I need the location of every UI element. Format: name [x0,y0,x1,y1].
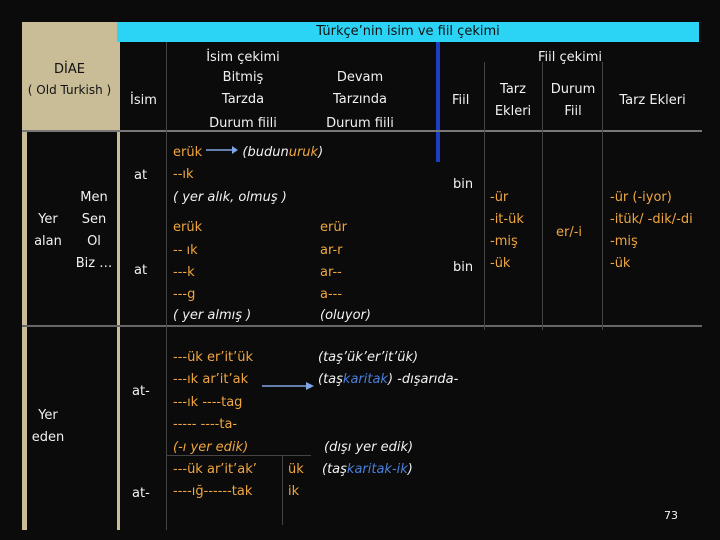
karitak-text: karitak [342,372,388,387]
grid-line [602,62,603,330]
tarz-label: Tarz [500,82,526,97]
row3-line6: ---ük ar’it’ak’ [173,462,257,477]
isim-column-label: İsim [130,93,157,108]
durum-label: Durum [550,82,596,97]
durum-fiili-2: Durum fiili [326,116,394,131]
grid-line [22,130,702,132]
grid-line [484,62,485,330]
row3-line5: (-ı yer edik) [173,440,249,455]
row2-left-4: ---g [173,287,196,302]
pronoun-men: Men [80,190,108,205]
eruk-text: erük [173,145,203,160]
yer-alan-1: Yer [38,212,58,227]
mid-divider-strip [117,42,120,530]
ik-text: ---ık [173,372,203,387]
row3-right-4: (taşkaritak-ik) [322,462,413,478]
row3-line3: ---ık ----tag [173,395,243,410]
left-divider-strip [22,130,27,530]
row2-left-1: erük [173,220,203,235]
row2-right-4: a--- [320,287,343,302]
ik-suffix: ik [288,484,300,499]
tas-text-2: (taş [322,462,347,477]
suffix1-2: -it-ük [490,212,524,227]
row1-line3: ( yer alık, olmuş ) [173,190,287,205]
row2-left-5: ( yer almış ) [173,308,252,323]
page-number: 73 [664,509,678,522]
bitmis-label: Bitmiş [222,70,264,85]
title-bar: Türkçe’nin isim ve fiil çekimi [117,22,699,42]
suffix2-2: -itük/ -dik/-di [610,212,693,227]
at-label-3: at- [132,384,150,399]
uk-suffix: ük [288,462,304,477]
tarz-ekleri-label: Tarz Ekleri [619,93,686,108]
old-turkish-label: ( Old Turkish ) [27,83,112,97]
diae-header-cell [22,22,117,130]
pronoun-ol: Ol [87,234,101,249]
arrow-icon [206,143,239,154]
fiil-sub-label: Fiil [564,104,582,119]
row3-right-1: (taş’ük’er’it’ük) [318,350,419,365]
grid-line [542,62,543,330]
at-label-1: at [134,168,148,183]
row3-line7: ----ığ------tak [173,484,253,499]
suffix2-3: -miş [610,234,638,249]
row1-line1: erük (budunuruk) [173,145,323,161]
grid-line [22,325,702,327]
row3-right-2: (taşkaritak) -dışarıda- [318,372,458,388]
row2-right-5: (oluyor) [320,308,371,323]
paren-close: ) [318,145,324,160]
row2-left-2: -- ık [173,243,198,258]
durum-fiili-1: Durum fiili [209,116,277,131]
page-title: Türkçe’nin isim ve fiil çekimi [316,24,500,39]
yer-eden-1: Yer [38,408,58,423]
budun-text: (budun [242,145,289,160]
paren-close-2: ) [407,462,413,477]
bin-label-2: bin [453,260,474,275]
fiil-cekimi-title: Fiil çekimi [537,50,603,65]
arrow-icon [262,376,314,390]
fiil-label: Fiil [452,93,470,108]
aritak-text: ar’it’ak [202,372,249,387]
yer-alan-2: alan [34,234,62,249]
suffix1-1: -ür [490,190,509,205]
row1-line2: --ık [173,167,194,182]
tas-text: (taş [318,372,343,387]
suffix2-1: -ür (-iyor) [610,190,672,205]
row2-right-3: ar-- [320,265,342,280]
grid-line [166,455,311,456]
grid-line [282,455,283,525]
uruk-text: uruk [288,145,319,160]
grid-line [166,42,167,530]
ekleri-label: Ekleri [494,104,532,119]
er-i-label: er/-i [556,225,583,240]
suffix2-4: -ük [610,256,631,271]
row2-right-2: ar-r [320,243,343,258]
diae-label: DİAE [54,62,85,77]
row3-line4: ----- ----ta- [173,417,238,432]
disarida-text: ) -dışarıda- [387,372,459,387]
suffix1-4: -ük [490,256,511,271]
tarzinda-label: Tarzında [333,92,387,107]
pronoun-biz: Biz … [75,256,113,271]
row3-right-3: (dışı yer edik) [324,440,414,455]
pronoun-sen: Sen [81,212,107,227]
at-label-4: at- [132,486,150,501]
bin-label-1: bin [453,177,474,192]
tarzda-label: Tarzda [221,92,265,107]
row3-line2: ---ık ar’it’ak [173,372,248,388]
at-label-2: at [134,263,148,278]
row2-left-3: ---k [173,265,195,280]
isim-cekimi-title: İsim çekimi [206,50,280,65]
devam-label: Devam [336,70,384,85]
karitak-ik-text: karitak-ik [346,462,408,477]
row3-line1: ---ük er’it’ük [173,350,254,365]
yer-eden-2: eden [31,430,65,445]
section-separator-bar [436,42,440,162]
suffix1-3: -miş [490,234,518,249]
row2-right-1: erür [320,220,347,235]
